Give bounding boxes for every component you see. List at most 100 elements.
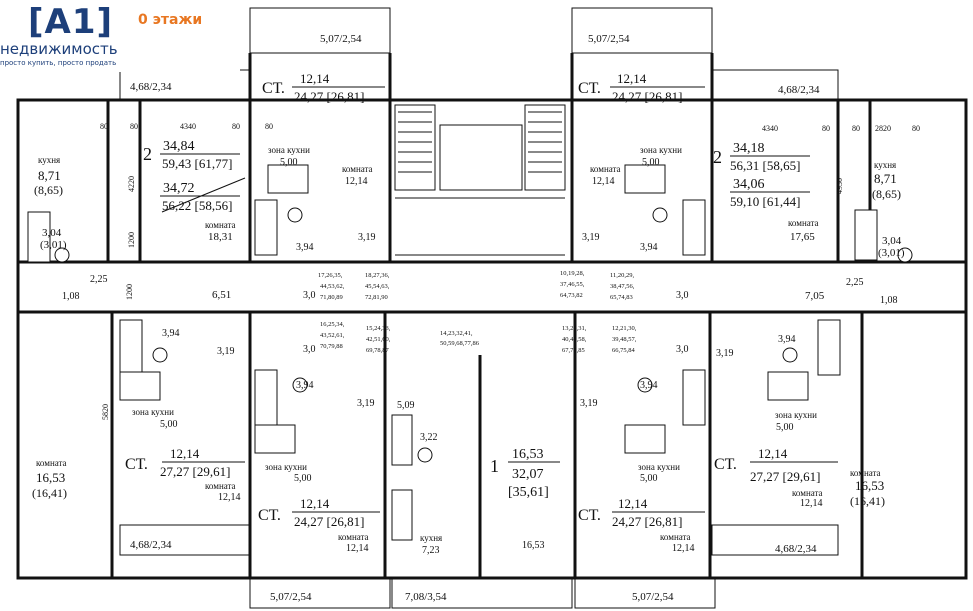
studio-prefix: СТ.	[714, 456, 737, 473]
hall-value: 2,25	[90, 274, 108, 285]
flat-numbers-9: 12,21,30,	[612, 325, 637, 332]
flat-numbers-9c: 66,75,84	[612, 347, 636, 354]
room-label: комната	[338, 532, 369, 542]
flat-numbers-4c: 65,74,83	[610, 294, 633, 301]
floor-label: 0 этажи	[138, 12, 203, 28]
kitchen-value-alt: (8,65)	[872, 187, 901, 201]
studio-middle-right: 3,94 3,19 зона кухни 5,00 СТ. 12,14 27,2…	[714, 334, 838, 509]
kitchen-value: 7,23	[422, 545, 440, 556]
studio-prefix: СТ.	[578, 507, 601, 524]
kitchen-zone-value: 5,00	[642, 157, 660, 168]
kitchen-value-alt: (8,65)	[34, 183, 63, 197]
flat-numbers-4: 11,20,29,	[610, 272, 635, 279]
area-total-alt: 56,22 [58,56]	[162, 198, 232, 213]
apartment-1room-center: 1 16,53 32,07 [35,61] 16,53 5,09 3,22 ку…	[397, 400, 560, 556]
area-living-alt: 34,06	[733, 177, 765, 192]
bath-value: 3,94	[162, 328, 180, 339]
room-label: комната	[205, 481, 236, 491]
corridor-value: 3,0	[676, 344, 689, 355]
room-label: комната	[850, 468, 881, 478]
studio-top-right: СТ. 12,14 24,27 [26,81] зона кухни 5,00 …	[578, 71, 705, 301]
balcony-top-left: 5,07/2,54	[320, 33, 362, 45]
stair-hatching	[398, 111, 562, 173]
dim-80-b: 80	[130, 122, 138, 131]
flat-numbers-3c: 64,73,82	[560, 292, 583, 299]
kitchen-label: кухня	[874, 160, 896, 170]
bath-value: 3,04	[42, 227, 62, 239]
bath-value: 3,94	[778, 334, 796, 345]
corridor-value: 6,51	[212, 289, 231, 301]
bath-value-alt: (3,01)	[40, 239, 67, 251]
corridor-value: 3,0	[303, 344, 316, 355]
corridor-value: 7,05	[805, 290, 825, 302]
balcony-bottom-right: 5,07/2,54	[632, 591, 674, 603]
area-total: 56,31 [58,65]	[730, 158, 800, 173]
area-total-alt: [35,61]	[508, 485, 549, 500]
room-label: комната	[788, 218, 819, 228]
balcony-top-right: 5,07/2,54	[588, 33, 630, 45]
hall-value: 3,19	[357, 398, 375, 409]
flat-numbers-9b: 39,48,57,	[612, 336, 637, 343]
flat-numbers-6b: 42,51,60,	[366, 336, 391, 343]
dim-80-e: 80	[822, 124, 830, 133]
kitchen-value: 8,71	[874, 171, 897, 186]
dim-4930: 4930	[835, 178, 844, 194]
bath-value: 3,94	[640, 380, 658, 391]
area-living: 12,14	[170, 446, 200, 461]
apartment-2room-top-right: 2 34,18 56,31 [58,65] 34,06 59,10 [61,44…	[713, 141, 905, 306]
flat-numbers-3b: 37,46,55,	[560, 281, 585, 288]
area-total: 24,27 [26,81]	[612, 89, 682, 104]
dim-80-g: 80	[912, 124, 920, 133]
studio-bottom-right: 3,94 3,19 3,0 зона кухни 5,00 СТ. 12,14 …	[578, 344, 705, 554]
area-living: 12,14	[758, 446, 788, 461]
room-value: 17,65	[790, 231, 815, 243]
hall-value: 3,19	[716, 348, 734, 359]
studio-bottom-left: 3,94 3,19 3,0 зона кухни 5,00 СТ. 12,14 …	[258, 344, 380, 554]
bath-value-alt: (3,01)	[878, 247, 905, 259]
studio-middle-left: 3,94 3,19 зона кухни 5,00 СТ. 12,14 27,2…	[125, 328, 245, 503]
area-living: 34,84	[163, 139, 195, 154]
bath-value: 3,04	[882, 235, 902, 247]
balcony-bottom-center: 7,08/3,54	[405, 591, 447, 603]
kitchen-zone-value: 5,00	[160, 419, 178, 430]
flat-numbers-4b: 38,47,56,	[610, 283, 635, 290]
flat-numbers-1: 17,26,35,	[318, 272, 343, 279]
studio-prefix: СТ.	[125, 456, 148, 473]
room-label: комната	[205, 220, 236, 230]
flat-numbers-5b: 43,52,61,	[320, 332, 345, 339]
brand-header: [A1] недвижимость просто купить, просто …	[0, 0, 240, 72]
studio-prefix: СТ.	[578, 80, 601, 97]
balcony-side-top-left: 4,68/2,34	[130, 81, 172, 93]
dim-4220: 4220	[127, 176, 136, 192]
dim-2820: 2820	[875, 124, 891, 133]
flat-numbers-8c: 67,76,85	[562, 347, 585, 354]
dim-1200-a: 1200	[127, 232, 136, 248]
room-value: 12,14	[346, 543, 369, 554]
building-walls	[16, 7, 968, 609]
hall-value: 3,19	[580, 398, 598, 409]
lobby-wc-value: 3,22	[420, 432, 438, 443]
dim-80-a: 80	[100, 122, 108, 131]
area-total: 24,27 [26,81]	[612, 514, 682, 529]
rooms-count: 2	[713, 147, 722, 167]
brand-tagline: просто купить, просто продать	[0, 59, 117, 67]
flat-numbers-8: 13,22,31,	[562, 325, 587, 332]
kitchen-label: кухня	[420, 533, 442, 543]
dimension-labels: 4340 4340 2820 80 80 80 80 80 80 80 4220…	[100, 122, 920, 420]
corridor-value: 3,0	[676, 290, 689, 301]
kitchen-zone-label: зона кухни	[132, 407, 174, 417]
room-label: комната	[36, 458, 67, 468]
flat-numbers-7b: 50,59,68,77,86	[440, 340, 480, 347]
flat-numbers-5: 16,25,34,	[320, 321, 345, 328]
kitchen-value: 8,71	[38, 168, 61, 183]
dim-4340-right: 4340	[762, 124, 778, 133]
room-value: 12,14	[800, 498, 823, 509]
brand-name: недвижимость	[0, 40, 118, 58]
area-living: 12,14	[617, 71, 647, 86]
wc-value: 1,08	[62, 291, 80, 302]
flat-number-labels: 17,26,35, 44,53,62, 71,80,89 18,27,36, 4…	[318, 270, 637, 354]
room-value-alt: (16,41)	[850, 494, 885, 508]
lobby-bath-value: 5,09	[397, 400, 415, 411]
area-total: 27,27 [29,61]	[160, 464, 230, 479]
